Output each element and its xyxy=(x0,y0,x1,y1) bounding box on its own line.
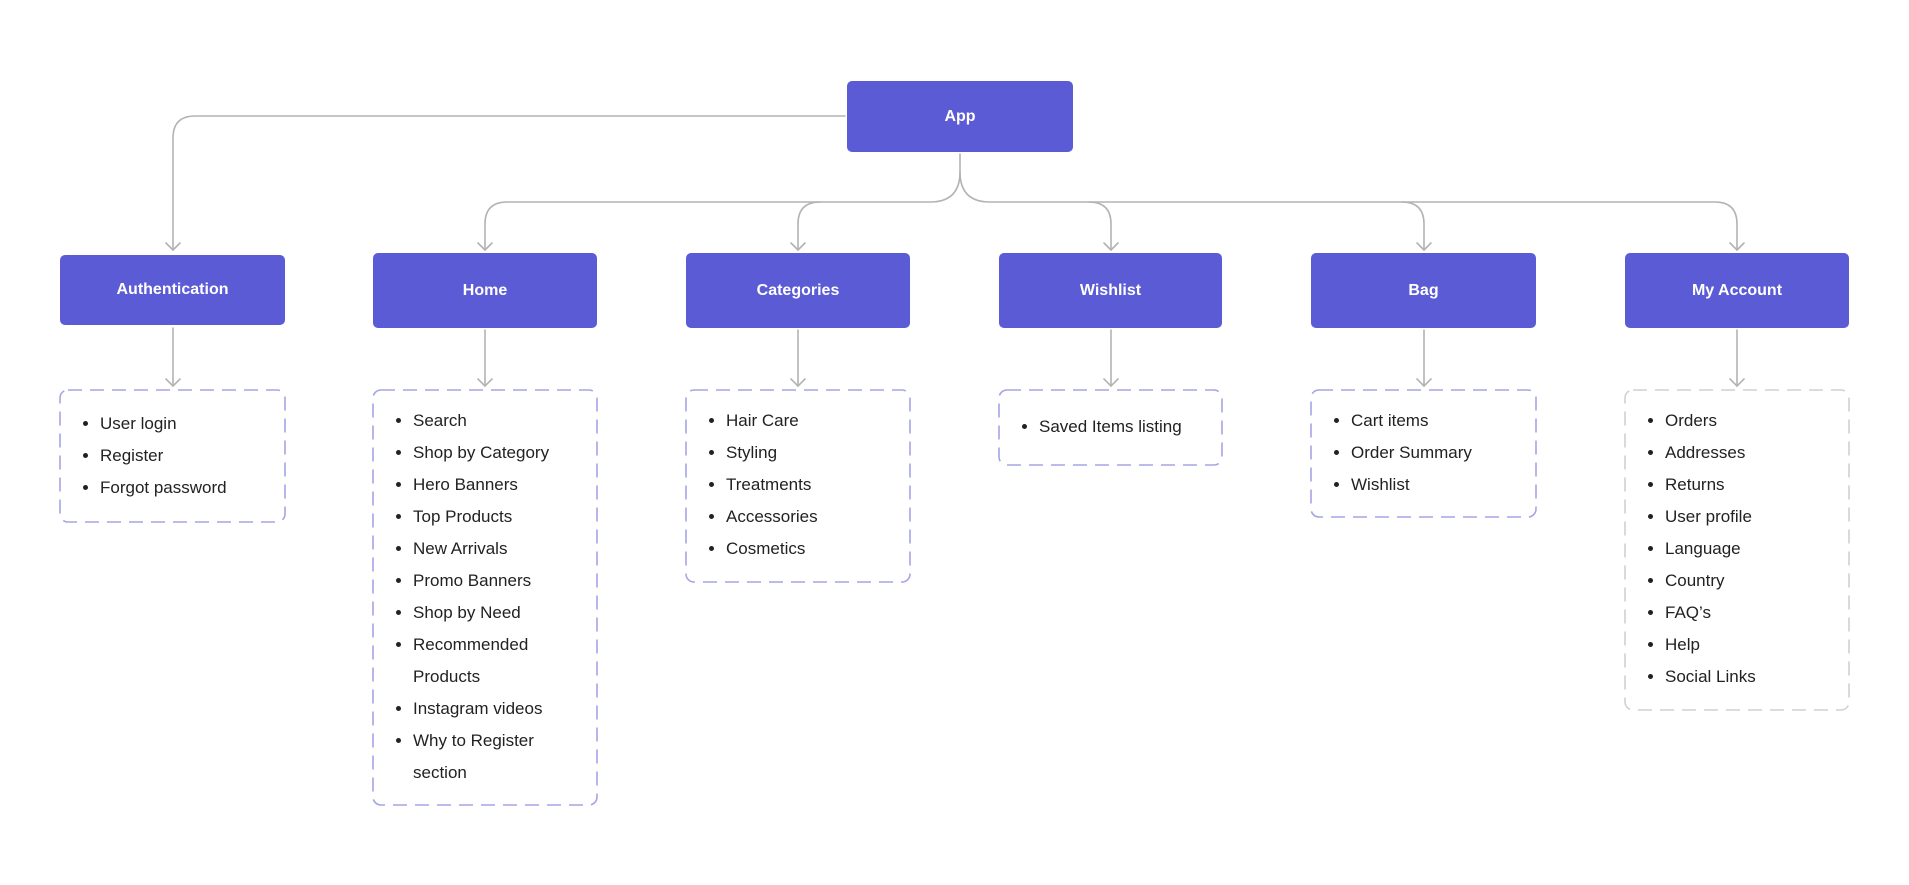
arrowhead-home xyxy=(477,242,493,251)
node-home: Home xyxy=(373,253,597,328)
arrowhead-home-list xyxy=(477,378,493,387)
arrowhead-wishlist-list xyxy=(1103,378,1119,387)
list-box-my-account: Orders Addresses Returns User profile La… xyxy=(1625,390,1849,710)
list-item: New Arrivals xyxy=(413,533,569,565)
list-item: FAQ’s xyxy=(1665,597,1849,629)
arrowhead-authentication xyxy=(165,242,181,251)
list-item: Why to Register section xyxy=(413,725,569,789)
list-item: Shop by Category xyxy=(413,437,569,469)
list-item: Cart items xyxy=(1351,405,1536,437)
list-item: Promo Banners xyxy=(413,565,569,597)
arrowhead-my-account-list xyxy=(1729,378,1745,387)
node-authentication-label: Authentication xyxy=(116,281,229,298)
arrowhead-categories-list xyxy=(790,378,806,387)
list-item: Accessories xyxy=(726,501,910,533)
node-home-label: Home xyxy=(462,281,508,299)
arrowhead-my-account xyxy=(1729,242,1745,251)
connector-app-authentication xyxy=(172,115,846,251)
list-bag: Cart items Order Summary Wishlist xyxy=(1311,405,1536,501)
list-item: User profile xyxy=(1665,501,1849,533)
list-item: Treatments xyxy=(726,469,910,501)
list-item: Language xyxy=(1665,533,1849,565)
arrowhead-bag xyxy=(1416,242,1432,251)
list-item: Addresses xyxy=(1665,437,1849,469)
list-item: Order Summary xyxy=(1351,437,1536,469)
connector-app-bus xyxy=(484,153,961,251)
list-item: Help xyxy=(1665,629,1849,661)
list-home: Search Shop by Category Hero Banners Top… xyxy=(373,405,569,789)
arrowhead-authentication-list xyxy=(165,378,181,387)
list-box-categories: Hair Care Styling Treatments Accessories… xyxy=(686,390,910,582)
list-authentication: User login Register Forgot password xyxy=(60,408,285,504)
node-categories-label: Categories xyxy=(756,281,840,299)
connector-bus-wishlist xyxy=(1088,201,1112,251)
list-box-wishlist: Saved Items listing xyxy=(999,390,1222,465)
connector-app-bus-right xyxy=(959,171,1738,251)
node-wishlist-label: Wishlist xyxy=(1079,281,1142,299)
list-item: Returns xyxy=(1665,469,1849,501)
node-wishlist: Wishlist xyxy=(999,253,1222,328)
arrowhead-categories xyxy=(790,242,806,251)
node-my-account-label: My Account xyxy=(1691,281,1783,299)
list-item: User login xyxy=(100,408,285,440)
list-item: Instagram videos xyxy=(413,693,569,725)
list-item: Top Products xyxy=(413,501,569,533)
list-item: Cosmetics xyxy=(726,533,910,565)
list-item: Forgot password xyxy=(100,472,285,504)
list-categories: Hair Care Styling Treatments Accessories… xyxy=(686,405,910,565)
list-my-account: Orders Addresses Returns User profile La… xyxy=(1625,405,1849,693)
node-my-account: My Account xyxy=(1625,253,1849,328)
list-item: Social Links xyxy=(1665,661,1849,693)
list-item: Recommended Products xyxy=(413,629,569,693)
node-authentication: Authentication xyxy=(60,255,285,325)
list-item: Hair Care xyxy=(726,405,910,437)
list-item: Country xyxy=(1665,565,1849,597)
list-item: Shop by Need xyxy=(413,597,569,629)
node-bag: Bag xyxy=(1311,253,1536,328)
arrowhead-wishlist xyxy=(1103,242,1119,251)
arrowhead-bag-list xyxy=(1416,378,1432,387)
node-app-label: App xyxy=(944,107,976,125)
list-item: Styling xyxy=(726,437,910,469)
connector-bus-categories xyxy=(797,201,821,251)
list-item: Orders xyxy=(1665,405,1849,437)
list-item: Saved Items listing xyxy=(1039,411,1222,443)
list-box-home: Search Shop by Category Hero Banners Top… xyxy=(373,390,597,805)
list-box-bag: Cart items Order Summary Wishlist xyxy=(1311,390,1536,517)
list-wishlist: Saved Items listing xyxy=(999,411,1222,443)
list-box-authentication: User login Register Forgot password xyxy=(60,390,285,522)
list-item: Wishlist xyxy=(1351,469,1536,501)
node-bag-label: Bag xyxy=(1408,281,1439,299)
list-item: Register xyxy=(100,440,285,472)
connector-bus-bag xyxy=(1401,201,1425,251)
node-app: App xyxy=(847,81,1073,152)
list-item: Search xyxy=(413,405,569,437)
list-item: Hero Banners xyxy=(413,469,569,501)
node-categories: Categories xyxy=(686,253,910,328)
